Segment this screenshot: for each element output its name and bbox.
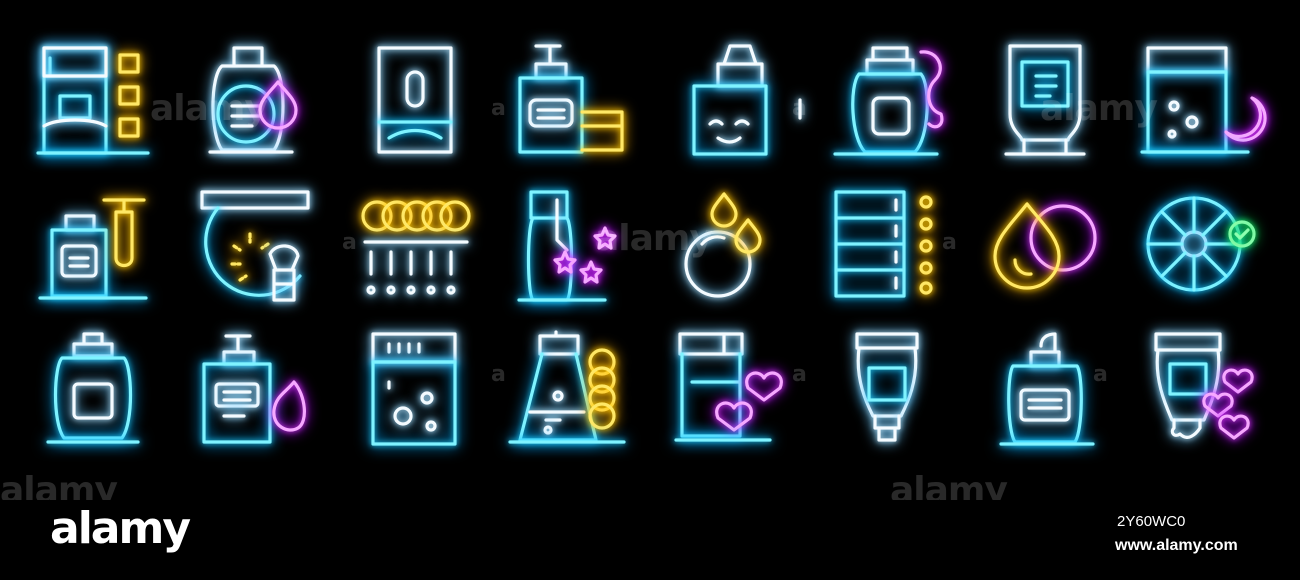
tube-icon [988,30,1128,170]
watermark-mark: a [491,96,506,121]
watermark-text: alamy [150,88,268,129]
bottle-with-dropper-icon [30,180,170,320]
icon-sheet: alamy alamy alamy alamy alamy a a a a a … [0,30,1280,511]
cabinet-with-dots-icon [820,180,960,320]
pump-bottle-and-jar-icon [490,30,630,170]
footer-bar [0,500,1300,580]
watermark-mark: a [1093,362,1108,387]
site-url: www.alamy.com [1115,537,1238,554]
watermark-mark: a [342,230,357,255]
watermark-text: alamy [1040,88,1158,129]
watermark-mark: a [792,362,807,387]
jar-tall-icon [345,30,485,170]
cotton-pads-and-swabs-icon [345,180,485,320]
dropper-bottle-icon [670,30,810,170]
box-with-bubbles-icon [345,320,485,460]
perfume-bottle-icon [30,320,170,460]
watermark-text: alamy [595,218,713,259]
pump-bottle-with-sponge-icon [182,320,322,460]
pump-jar-icon [985,320,1125,460]
compact-with-brush-icon [188,180,328,320]
watermark-mark: a [942,230,957,255]
tube-upside-down-icon [815,320,955,460]
watermark-mark: a [491,362,506,387]
box-with-squares-icon [20,30,160,170]
jar-with-swirl-icon [833,30,973,170]
bottle-with-drop-icon [182,30,322,170]
flask-with-pads-icon [500,320,640,460]
coconut-with-drops-icon [660,180,800,320]
pump-bottle-with-stars-icon [505,180,645,320]
sun-dial-with-check-icon [1128,180,1268,320]
brand-logo: alamy [50,503,191,554]
watermark-mark: a [792,96,807,121]
jar-with-hearts-icon [660,320,800,460]
image-id: 2Y60WC0 [1117,513,1186,530]
jar-with-moon-icon [1128,30,1268,170]
drop-and-circle-icon [975,180,1115,320]
tube-with-hearts-icon [1140,320,1280,460]
